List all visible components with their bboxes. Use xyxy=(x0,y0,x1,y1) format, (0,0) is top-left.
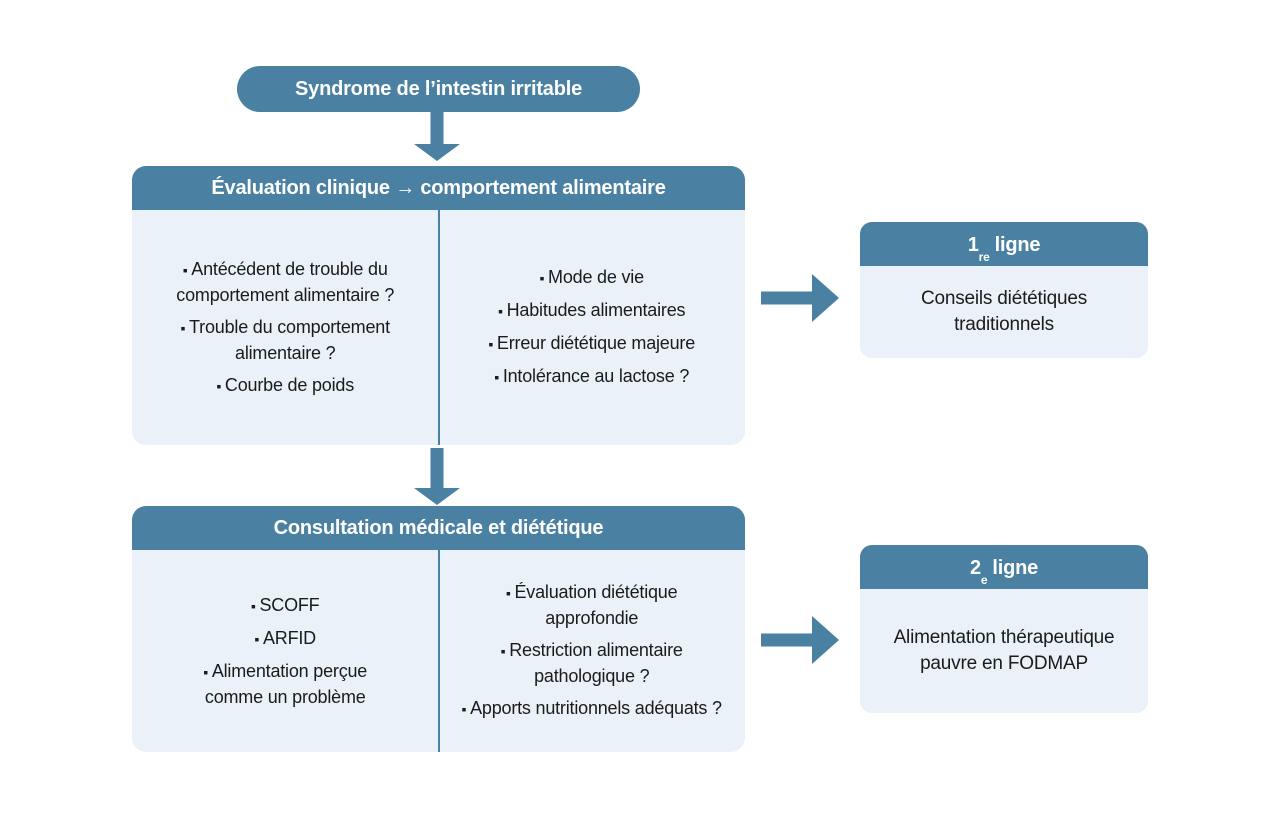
arrow-down-icon xyxy=(414,111,460,161)
list-item: Antécédent de trouble du comportement al… xyxy=(154,257,416,308)
list-item: Erreur diététique majeure xyxy=(488,331,695,357)
list-item: Courbe de poids xyxy=(216,373,354,399)
first-line-body: Conseils diététiques traditionnels xyxy=(920,288,1088,335)
column-divider xyxy=(437,210,440,445)
first-line-number: 1 xyxy=(967,234,979,256)
evaluation-box-header: Évaluation clinique → comportement alime… xyxy=(132,166,745,210)
consultation-box: Consultation médicale et diététique SCOF… xyxy=(132,506,745,752)
list-item: Habitudes alimentaires xyxy=(498,298,686,324)
consultation-right-column: Évaluation diététique approfondie Restri… xyxy=(439,550,746,752)
second-line-number: 2 xyxy=(969,557,981,579)
evaluation-box: Évaluation clinique → comportement alime… xyxy=(132,166,745,445)
second-line-word: ligne xyxy=(992,557,1039,579)
consultation-box-title: Consultation médicale et diététique xyxy=(273,516,604,539)
title-node-label: Syndrome de l’intestin irritable xyxy=(295,77,582,100)
list-item: Restriction alimentaire pathologique ? xyxy=(477,638,707,689)
evaluation-left-column: Antécédent de trouble du comportement al… xyxy=(132,210,439,445)
list-item: Alimentation perçue comme un problème xyxy=(183,659,388,710)
list-item: Apports nutritionnels adéquats ? xyxy=(462,696,722,722)
list-item: SCOFF xyxy=(251,593,319,619)
list-item: Trouble du comportement alimentaire ? xyxy=(154,315,416,366)
evaluation-box-title: Évaluation clinique → comportement alime… xyxy=(211,176,666,199)
list-item: ARFID xyxy=(255,626,316,652)
second-line-body: Alimentation thérapeutique pauvre en FOD… xyxy=(893,627,1115,674)
first-line-word: ligne xyxy=(994,234,1041,256)
list-item: Mode de vie xyxy=(540,265,644,291)
consultation-left-column: SCOFF ARFID Alimentation perçue comme un… xyxy=(132,550,439,752)
list-item: Intolérance au lactose ? xyxy=(494,364,690,390)
column-divider xyxy=(437,550,440,752)
arrow-right-icon xyxy=(761,616,839,664)
arrow-down-icon xyxy=(414,448,460,505)
consultation-box-header: Consultation médicale et diététique xyxy=(132,506,745,550)
list-item: Évaluation diététique approfondie xyxy=(487,580,697,631)
evaluation-right-column: Mode de vie Habitudes alimentaires Erreu… xyxy=(439,210,746,445)
title-node: Syndrome de l’intestin irritable xyxy=(237,66,640,112)
arrow-right-icon xyxy=(761,274,839,322)
